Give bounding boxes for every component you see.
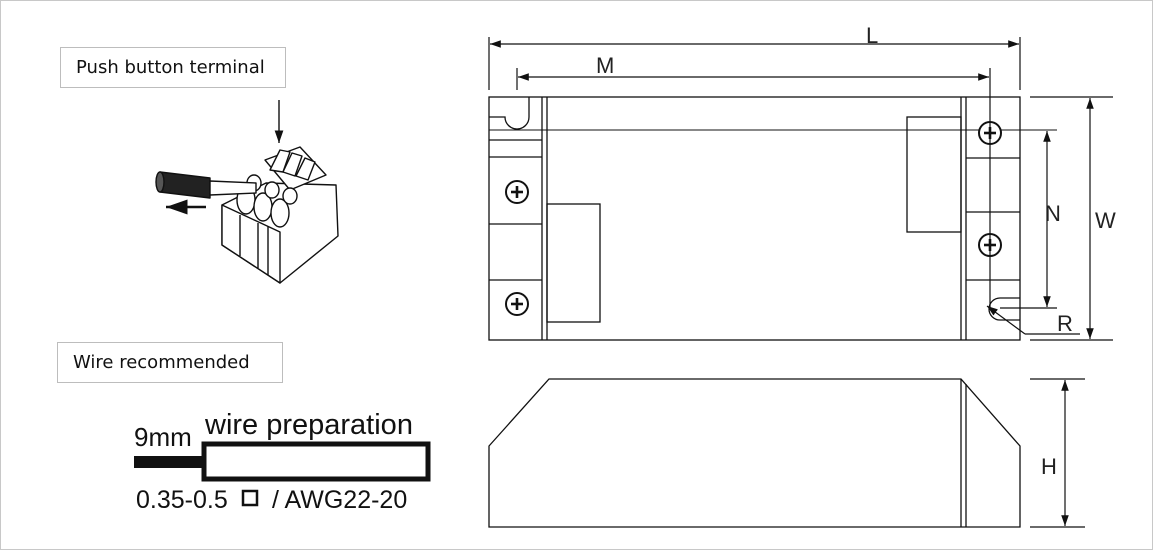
screw-icon (505, 292, 529, 316)
push-button-terminal-text: Push button terminal (76, 57, 265, 78)
push-button-terminal-label: Push button terminal (60, 47, 286, 88)
top-view (488, 96, 1057, 341)
wire-preparation-illustration: 9mm wire preparation 0.35-0.5 / AWG22-20 (134, 409, 431, 514)
wire-spec-suffix: / AWG22-20 (272, 486, 407, 514)
wire-bare-end (134, 456, 204, 468)
wire-spec-prefix: 0.35-0.5 (136, 486, 228, 514)
dimension-R-leader (986, 305, 1026, 335)
dimension-M-label: M (596, 53, 614, 78)
dimension-W-label: W (1095, 208, 1116, 233)
side-body-outline (488, 378, 1021, 528)
wire-preparation-text: wire preparation (204, 409, 413, 441)
terminal-illustration (155, 100, 339, 284)
strip-length-text: 9mm (134, 422, 192, 452)
dimension-lines (488, 37, 1113, 528)
screw-icon (505, 180, 529, 204)
side-view (488, 378, 1021, 528)
wire-recommended-text: Wire recommended (73, 352, 250, 373)
body-outline (488, 96, 1021, 341)
dimension-L-label: L (866, 23, 878, 48)
dimension-H-label: H (1041, 454, 1057, 479)
square-symbol-icon (241, 489, 259, 507)
dimension-N-label: N (1045, 201, 1061, 226)
wire-recommended-label: Wire recommended (57, 342, 283, 383)
dimension-R-label: R (1057, 311, 1073, 336)
screws (505, 121, 1002, 316)
wire-insulation (201, 441, 431, 482)
